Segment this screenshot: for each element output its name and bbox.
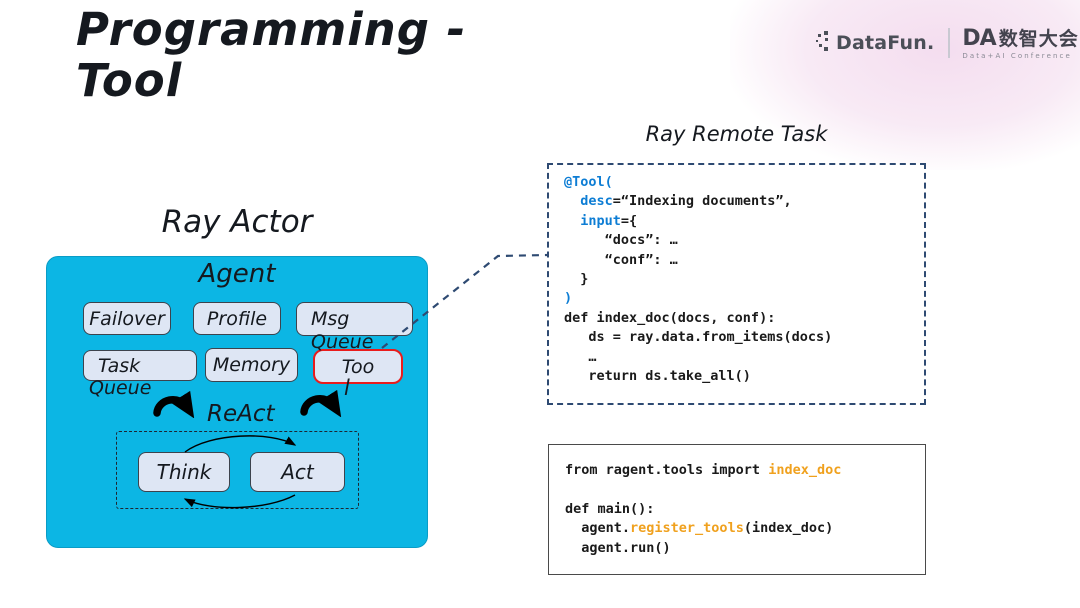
datafun-pixel-icon bbox=[815, 30, 832, 56]
code-line bbox=[565, 480, 909, 499]
code-line: @Tool( bbox=[564, 174, 613, 190]
loop-arrow-icon bbox=[300, 389, 342, 417]
react-dashed-box bbox=[116, 431, 359, 509]
code-line: def index_doc(docs, conf): bbox=[564, 309, 776, 326]
agent-label: Agent bbox=[198, 259, 276, 289]
da-logo-cn: 数智大会 bbox=[998, 28, 1079, 50]
code-line: } bbox=[564, 270, 589, 287]
code-line: from ragent.tools import index_doc bbox=[565, 462, 842, 478]
logo-divider bbox=[948, 28, 951, 58]
node-msg-queue: Msg bbox=[296, 302, 413, 336]
ray-actor-heading: Ray Actor bbox=[161, 204, 313, 240]
page-title-line1: Programming - bbox=[76, 3, 467, 56]
node-memory: Memory bbox=[205, 348, 298, 382]
react-label: ReAct bbox=[207, 401, 275, 427]
node-profile: Profile bbox=[193, 302, 281, 335]
node-think: Think bbox=[138, 452, 230, 492]
remote-task-code-box: @Tool( desc=“Indexing documents”, input=… bbox=[547, 163, 926, 405]
node-failover: Failover bbox=[83, 302, 171, 335]
code-line: ds = ray.data.from_items(docs) bbox=[564, 329, 833, 346]
page-title-line2: Tool bbox=[76, 54, 183, 107]
pink-gradient-decoration bbox=[730, 0, 1080, 170]
code-line: agent.register_tools(index_doc) bbox=[565, 520, 834, 537]
datafun-logo-text: DataFun. bbox=[836, 32, 935, 54]
code-line: … bbox=[564, 348, 597, 365]
node-task-queue-overflow: Queue bbox=[89, 377, 152, 399]
da-logo-mark: DA bbox=[962, 26, 996, 51]
loop-arrow-icon bbox=[153, 390, 195, 418]
code-line: desc=“Indexing documents”, bbox=[580, 193, 792, 210]
code-line: ) bbox=[564, 290, 573, 307]
code-line: agent.run() bbox=[565, 539, 671, 556]
code-line: “docs”: … bbox=[564, 232, 678, 249]
node-tool-highlighted: Too bbox=[313, 349, 403, 384]
code-line: def main(): bbox=[565, 500, 655, 517]
code-line: input={ bbox=[580, 212, 638, 229]
cycle-arrows-icon bbox=[183, 435, 297, 509]
page-title: Programming - Tool bbox=[76, 4, 466, 106]
code-line: return ds.take_all() bbox=[564, 367, 751, 384]
node-tool-overflow: l bbox=[344, 376, 350, 400]
da-logo-subtext: Data+AI Conference bbox=[962, 52, 1072, 60]
node-msg-queue-overflow: Queue bbox=[311, 331, 374, 353]
datafun-logo: DataFun. bbox=[815, 30, 934, 56]
node-act: Act bbox=[250, 452, 345, 492]
connector-line bbox=[381, 253, 548, 349]
code-line: “conf”: … bbox=[564, 251, 678, 268]
remote-task-heading: Ray Remote Task bbox=[645, 122, 828, 146]
node-task-queue: Task bbox=[83, 350, 197, 381]
